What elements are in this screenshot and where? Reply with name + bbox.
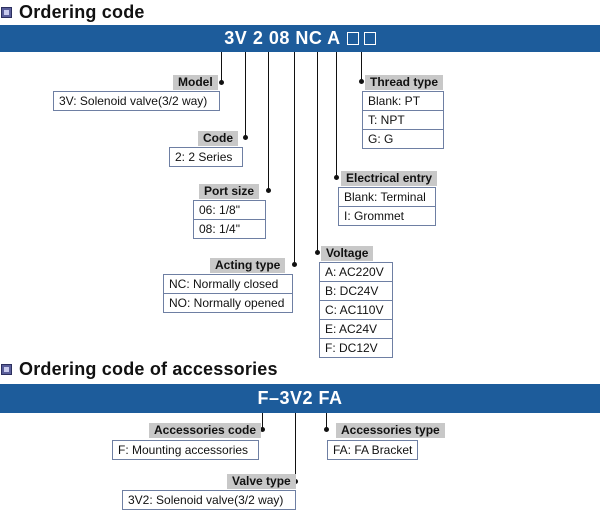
port-size-options: 06: 1/8" 08: 1/4": [193, 200, 266, 239]
connector-line: [268, 52, 269, 192]
thread-type-header: Thread type: [365, 75, 444, 90]
square-bullet-icon: [1, 363, 12, 375]
acting-type-options: NC: Normally closed NO: Normally opened: [163, 274, 293, 313]
port-size-option: 08: 1/4": [194, 219, 265, 238]
connector-line: [262, 413, 263, 431]
acting-type-option: NC: Normally closed: [169, 277, 279, 291]
valve-type-header: Valve type: [227, 474, 296, 489]
thread-type-option: G: G: [363, 129, 443, 148]
voltage-header: Voltage: [321, 246, 374, 261]
voltage-option: C: AC110V: [320, 300, 392, 319]
code-option: 2: 2 Series: [175, 150, 233, 164]
accessories-code-text: F–3V2 FA: [257, 388, 343, 408]
connector-dot: [243, 135, 248, 140]
electrical-entry-option: I: Grommet: [339, 206, 435, 225]
valve-type-option: 3V2: Solenoid valve(3/2 way): [128, 493, 284, 507]
code-options: 2: 2 Series: [169, 147, 243, 167]
electrical-entry-option: Blank: Terminal: [344, 190, 426, 204]
ordering-code-banner: 3V 2 08 NC A: [0, 25, 600, 52]
accessories-code-options: F: Mounting accessories: [112, 440, 259, 460]
voltage-option: E: AC24V: [320, 319, 392, 338]
section-title: Ordering code of accessories: [19, 358, 278, 379]
section-heading-ordering-code: Ordering code: [1, 0, 145, 24]
connector-line: [317, 52, 318, 254]
code-placeholder-box: [346, 32, 359, 45]
electrical-entry-header: Electrical entry: [341, 171, 438, 186]
connector-line: [326, 413, 327, 431]
port-size-option: 06: 1/8": [199, 203, 240, 217]
thread-type-option: Blank: PT: [368, 94, 421, 108]
connector-dot: [292, 262, 297, 267]
connector-line: [361, 52, 362, 83]
model-options: 3V: Solenoid valve(3/2 way): [53, 91, 220, 111]
electrical-entry-options: Blank: Terminal I: Grommet: [338, 187, 436, 226]
section-heading-accessories: Ordering code of accessories: [1, 357, 278, 381]
code-placeholders: [346, 32, 376, 45]
voltage-option: A: AC220V: [325, 265, 384, 279]
connector-dot: [266, 188, 271, 193]
accessories-type-header: Accessories type: [336, 423, 445, 438]
voltage-option: F: DC12V: [320, 338, 392, 357]
connector-line: [336, 52, 337, 179]
connector-line: [221, 52, 222, 84]
valve-type-options: 3V2: Solenoid valve(3/2 way): [122, 490, 296, 510]
model-header: Model: [173, 75, 218, 90]
connector-dot: [359, 79, 364, 84]
connector-dot: [219, 80, 224, 85]
connector-line: [245, 52, 246, 139]
connector-dot: [315, 250, 320, 255]
accessories-type-options: FA: FA Bracket: [327, 440, 418, 460]
code-header: Code: [198, 131, 238, 146]
connector-dot: [334, 175, 339, 180]
acting-type-header: Acting type: [210, 258, 286, 273]
accessories-type-option: FA: FA Bracket: [333, 443, 413, 457]
square-bullet-icon: [1, 6, 12, 18]
code-placeholder-box: [363, 32, 376, 45]
accessories-code-header: Accessories code: [149, 423, 262, 438]
voltage-options: A: AC220V B: DC24V C: AC110V E: AC24V F:…: [319, 262, 393, 358]
thread-type-option: T: NPT: [363, 110, 443, 129]
voltage-option: B: DC24V: [320, 281, 392, 300]
section-title: Ordering code: [19, 1, 145, 22]
thread-type-options: Blank: PT T: NPT G: G: [362, 91, 444, 149]
ordering-code-text: 3V 2 08 NC A: [224, 28, 341, 48]
acting-type-option: NO: Normally opened: [164, 293, 292, 312]
connector-dot: [324, 427, 329, 432]
port-size-header: Port size: [199, 184, 260, 199]
connector-line: [295, 413, 296, 483]
model-option: 3V: Solenoid valve(3/2 way): [59, 94, 208, 108]
accessories-code-option: F: Mounting accessories: [118, 443, 249, 457]
connector-line: [294, 52, 295, 266]
accessories-code-banner: F–3V2 FA: [0, 384, 600, 413]
connector-dot: [260, 427, 265, 432]
